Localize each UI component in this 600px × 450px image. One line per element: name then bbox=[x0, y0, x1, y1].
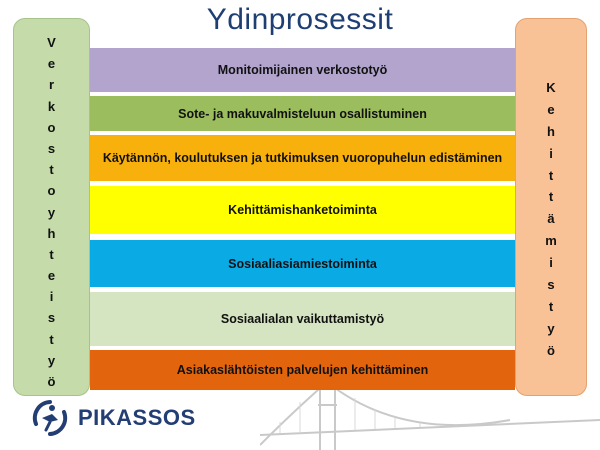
sidebar-letter: m bbox=[545, 233, 557, 249]
sidebar-letter: ö bbox=[547, 342, 555, 358]
process-bar-monitoimijainen: Monitoimijainen verkostotyö bbox=[90, 48, 515, 92]
sidebar-letter: s bbox=[47, 310, 56, 326]
sidebar-letter: t bbox=[49, 331, 54, 347]
sidebar-letter: t bbox=[548, 189, 554, 205]
sidebar-letter: s bbox=[47, 140, 56, 156]
sidebar-letter: o bbox=[47, 119, 56, 135]
sidebar-letter: y bbox=[547, 320, 555, 336]
process-bar-vuoropuhelu: Käytännön, koulutuksen ja tutkimuksen vu… bbox=[90, 135, 515, 181]
sidebar-letter: e bbox=[47, 56, 56, 72]
process-bar-sosiaaliasiamies: Sosiaaliasiamiestoiminta bbox=[90, 240, 515, 287]
sidebar-letter: i bbox=[549, 255, 553, 271]
process-bar-sote: Sote- ja makuvalmisteluun osallistuminen bbox=[90, 96, 515, 131]
sidebar-letter: K bbox=[546, 80, 556, 95]
sidebar-letter: t bbox=[49, 246, 54, 262]
process-bar-kehittamishanke: Kehittämishanketoiminta bbox=[90, 186, 515, 234]
pikassos-logo-icon bbox=[32, 400, 68, 436]
process-bar-vaikuttamistyo: Sosiaalialan vaikuttamistyö bbox=[90, 292, 515, 346]
process-bar-asiakaslahtoiset: Asiakaslähtöisten palvelujen kehittämine… bbox=[90, 350, 515, 390]
sidebar-letter: i bbox=[49, 289, 54, 305]
sidebar-letter: h bbox=[47, 225, 56, 241]
page-title: Ydinprosessit bbox=[206, 3, 394, 36]
sidebar-letter: o bbox=[47, 183, 56, 199]
pikassos-logo: PIKASSOS bbox=[28, 396, 218, 440]
sidebar-letter: t bbox=[548, 167, 554, 183]
left-sidebar-verkostoyhteistyo: V e r k o s t o y h t e i s t y ö bbox=[13, 18, 90, 396]
sidebar-letter: ä bbox=[547, 211, 555, 227]
sidebar-letter: r bbox=[48, 77, 55, 93]
right-sidebar-kehittamistyo: K e h i t t ä m i s t y ö bbox=[515, 18, 587, 396]
sidebar-letter: e bbox=[47, 268, 56, 284]
sidebar-letter: t bbox=[548, 298, 554, 314]
sidebar-letter: V bbox=[47, 35, 56, 50]
logo-text: PIKASSOS bbox=[78, 405, 196, 430]
sidebar-letter: h bbox=[547, 123, 555, 139]
sidebar-letter: s bbox=[547, 277, 555, 293]
sidebar-letter: y bbox=[47, 352, 56, 368]
sidebar-letter: t bbox=[49, 162, 54, 178]
sidebar-letter: k bbox=[47, 98, 56, 114]
sidebar-letter: i bbox=[549, 145, 553, 161]
sidebar-letter: y bbox=[47, 204, 56, 220]
sidebar-letter: ö bbox=[47, 374, 56, 389]
sidebar-letter: e bbox=[547, 101, 555, 117]
